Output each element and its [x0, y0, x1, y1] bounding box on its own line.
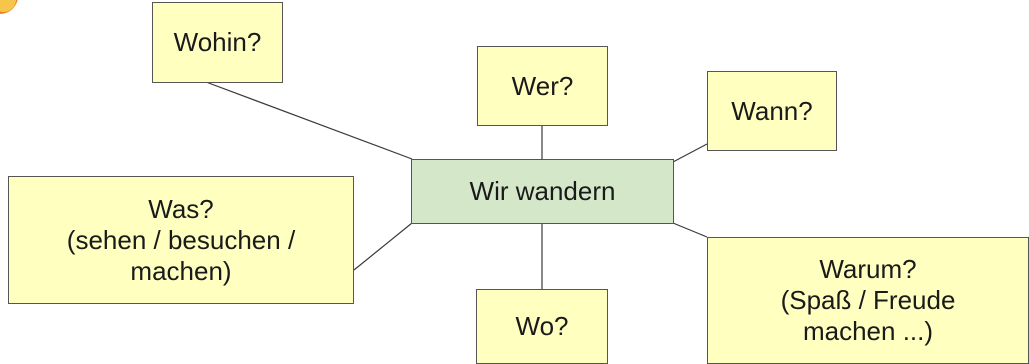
node-warum-label: Warum?	[819, 254, 917, 284]
node-wann-label: Wann?	[731, 95, 813, 126]
center-node: Wir wandern	[411, 159, 674, 224]
connector-was	[353, 222, 413, 271]
node-was-label: Was?	[148, 193, 214, 224]
node-warum: Warum? (Spaß / Freude machen ...)	[707, 237, 1029, 364]
node-wo-label: Wo?	[515, 311, 569, 341]
connector-wann	[672, 143, 708, 163]
node-wohin: Wohin?	[152, 2, 283, 83]
node-wo: Wo?	[476, 289, 608, 364]
node-warum-line-3: machen ...)	[802, 316, 934, 346]
node-wann: Wann?	[707, 71, 837, 151]
node-wohin-label: Wohin?	[173, 27, 262, 57]
node-was-line-2: (sehen / besuchen /	[66, 224, 296, 255]
node-wer: Wer?	[477, 46, 608, 126]
node-was: Was? (sehen / besuchen / machen)	[8, 176, 354, 304]
center-node-label: Wir wandern	[469, 176, 616, 206]
node-warum-line-2: (Spaß / Freude	[780, 285, 956, 315]
connector-wohin	[205, 81, 413, 160]
node-wer-label: Wer?	[511, 70, 574, 101]
node-was-line-3: machen)	[130, 255, 232, 286]
connector-warum	[672, 222, 708, 238]
